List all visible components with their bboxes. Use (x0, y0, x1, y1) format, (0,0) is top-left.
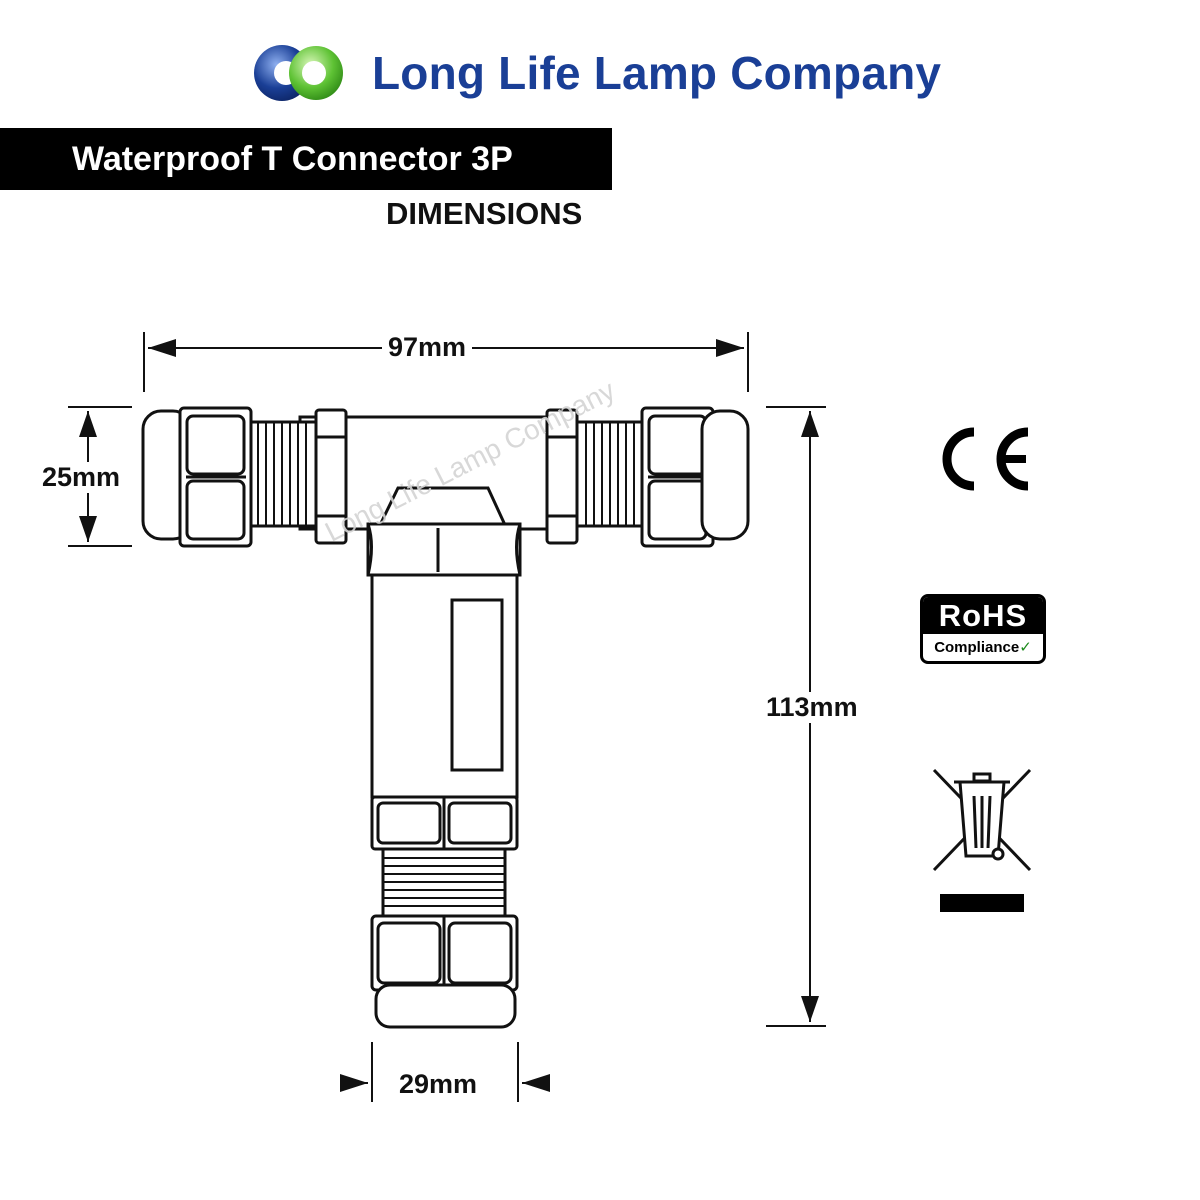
dimension-arrows (79, 339, 819, 1092)
height-dimension-label: 113mm (760, 692, 864, 723)
ce-mark-icon (942, 427, 1029, 491)
head-dimension-label: 25mm (36, 462, 127, 493)
rohs-compliance-label: Compliance (934, 639, 1020, 656)
bottom-end-cap (374, 983, 517, 1029)
check-icon: ✓ (1019, 639, 1032, 656)
company-name: Long Life Lamp Company (372, 47, 942, 99)
company-logo: Long Life Lamp Company (250, 40, 970, 110)
body-window (450, 598, 504, 772)
left-inner-nut (314, 408, 348, 545)
logo-rings-icon (254, 45, 343, 101)
junction-collar (366, 522, 522, 577)
title-bar: Waterproof T Connector 3P (0, 128, 612, 190)
rohs-compliance: Compliance✓ (923, 634, 1043, 661)
rohs-badge: RoHS Compliance✓ (920, 594, 1046, 664)
section-subtitle: DIMENSIONS (386, 196, 583, 231)
rohs-title: RoHS (923, 597, 1043, 634)
width-dimension-label: 97mm (382, 332, 473, 363)
crossed-out-bin-icon (932, 768, 1032, 912)
product-title: Waterproof T Connector 3P (72, 140, 513, 178)
left-thread (249, 420, 319, 528)
right-end-cap (700, 409, 750, 541)
thread-ribs (257, 422, 635, 907)
stem-dimension-label: 29mm (393, 1069, 484, 1100)
